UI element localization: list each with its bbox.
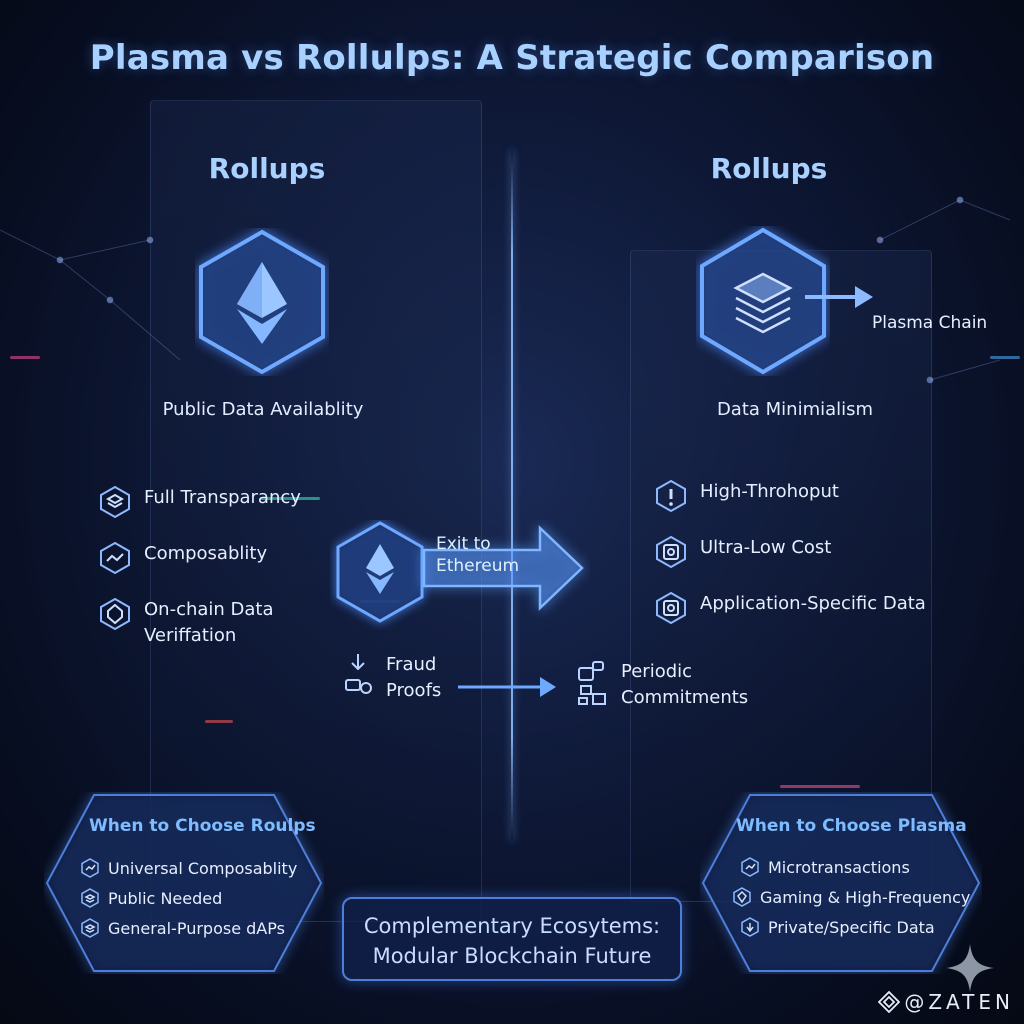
down-arrow-icon [352,654,364,669]
plasma-chain-label: Plasma Chain [872,310,987,336]
rollups-item: General-Purpose dAPs [80,918,285,938]
feature-full-transparency: Full Transparancy [98,485,301,519]
feature-label: Composablity [144,541,267,567]
center-box-line1: Complementary Ecosytems: [344,911,680,941]
layers-icon [80,918,100,938]
feature-label: High-Throhoput [700,479,839,505]
choose-rollups-title: When to Choose Roulps [89,816,316,836]
fraud-proofs-label: Fraud Proofs [386,652,441,704]
layers-icon [80,888,100,908]
commitments-icon [575,660,611,708]
choose-plasma-panel: When to Choose Plasma Microtransactions … [700,792,982,974]
trend-icon [740,857,760,877]
plasma-item: Private/Specific Data [740,917,935,937]
feature-label: Full Transparancy [144,485,301,511]
periodic-commitments-label: Periodic Commitments [621,659,748,711]
exit-label: Exit to Ethereum [436,533,519,577]
trend-icon [98,541,132,575]
feature-label: On-chain Data Veriffation [144,597,274,649]
target-icon [654,535,688,569]
feature-application-specific-data: Application-Specific Data [654,591,926,625]
plasma-item: Gaming & High-Frequency [732,887,970,907]
brand-watermark: @ZATEN [878,990,1014,1014]
center-divider [511,150,513,840]
target-icon [654,591,688,625]
down-arrow-icon [740,917,760,937]
layers-icon [98,485,132,519]
page-title: Plasma vs Rollulps: A Strategic Comparis… [0,38,1024,78]
feature-label: Ultra-Low Cost [700,535,831,561]
fraud-proofs-graphic [340,648,570,708]
feature-ultra-low-cost: Ultra-Low Cost [654,535,831,569]
brand-logo-icon [878,991,900,1013]
feature-composability: Composablity [98,541,267,575]
right-heading: Rollups [659,152,879,185]
feature-high-throughput: High-Throhoput [654,479,839,513]
choose-rollups-panel: When to Choose Roulps Universal Composab… [44,792,324,974]
hand-icon [346,680,360,690]
complementary-ecosystems-box: Complementary Ecosytems: Modular Blockch… [342,897,682,981]
right-arrow-icon [540,677,556,697]
alert-icon [654,479,688,513]
trend-icon [80,858,100,878]
rollups-item: Public Needed [80,888,222,908]
feature-label: Application-Specific Data [700,591,926,617]
plasma-chain-arrow [803,284,875,310]
choose-plasma-title: When to Choose Plasma [736,816,967,836]
left-heading: Rollups [157,152,377,185]
shield-icon [98,597,132,631]
left-caption: Public Data Availablity [150,399,376,420]
ethereum-icon [195,228,329,376]
center-box-line2: Modular Blockchain Future [344,941,680,971]
rollups-item: Universal Composablity [80,858,297,878]
ethereum-hex [195,228,329,380]
sparkle-icon [944,942,996,994]
plasma-item: Microtransactions [740,857,910,877]
right-caption: Data Minimialism [700,399,890,420]
feature-onchain-verification: On-chain Data Veriffation [98,597,274,649]
shield-icon [732,887,752,907]
